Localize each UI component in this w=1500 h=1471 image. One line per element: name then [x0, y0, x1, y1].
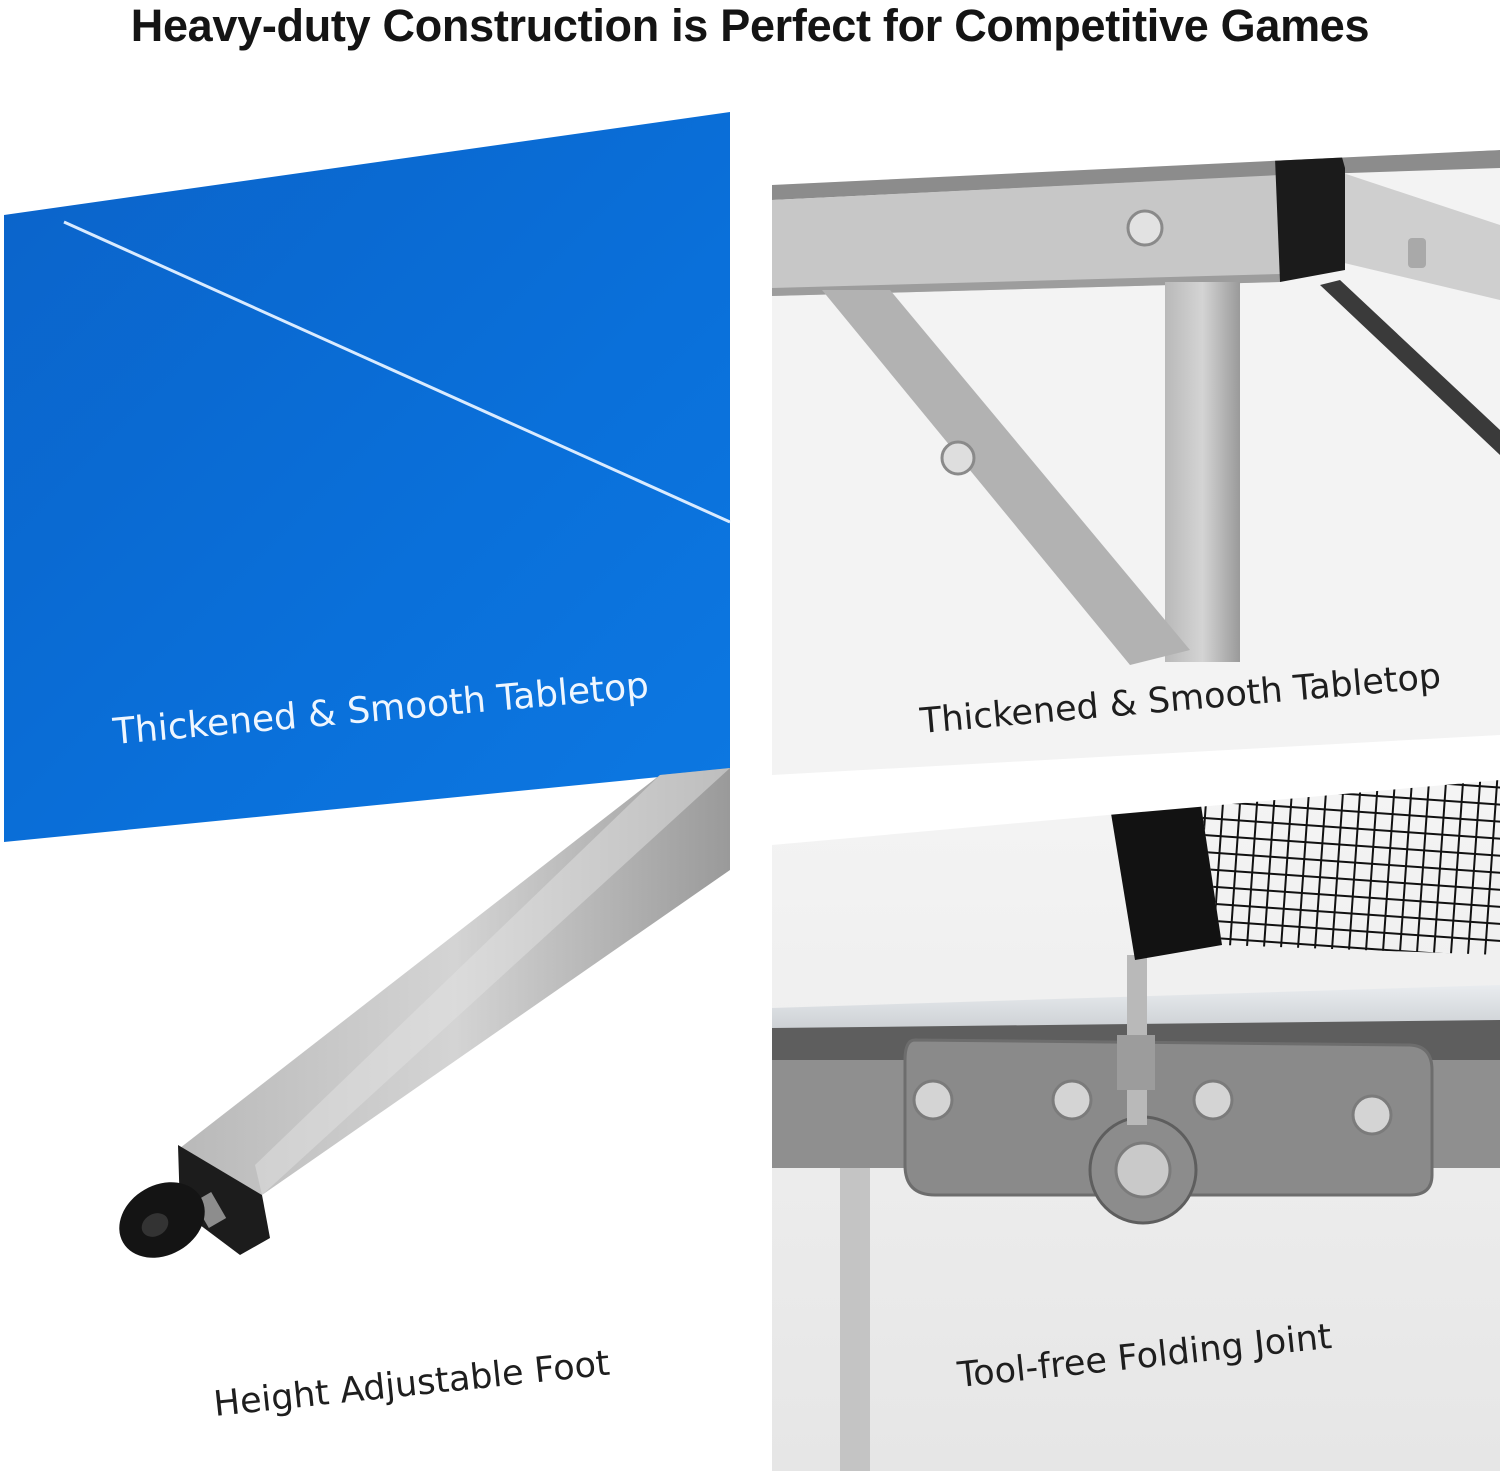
rivet [940, 440, 976, 476]
center-line [63, 220, 731, 524]
foot-panel [119, 768, 730, 1258]
rivet [1126, 209, 1164, 247]
folding-joint-plate [903, 1038, 1434, 1197]
joint-bolt [1051, 1079, 1093, 1121]
corner-cap [1275, 150, 1345, 282]
folding-brace [822, 290, 1190, 665]
tabletop-panel [4, 112, 731, 842]
net-mesh [1198, 780, 1500, 955]
joint-bolt [1192, 1079, 1234, 1121]
frame-panel [772, 150, 1500, 775]
joint-bolt [1351, 1094, 1393, 1136]
frame-leg [1165, 282, 1240, 662]
leg-end-cap [178, 1145, 270, 1255]
joint-bolt [912, 1079, 954, 1121]
headline: Heavy-duty Construction is Perfect for C… [130, 0, 1370, 51]
joint-panel [772, 780, 1500, 1471]
blue-tabletop-surface [4, 112, 730, 842]
net-sleeve [1108, 785, 1222, 960]
frame-apron-rail [772, 175, 1280, 296]
